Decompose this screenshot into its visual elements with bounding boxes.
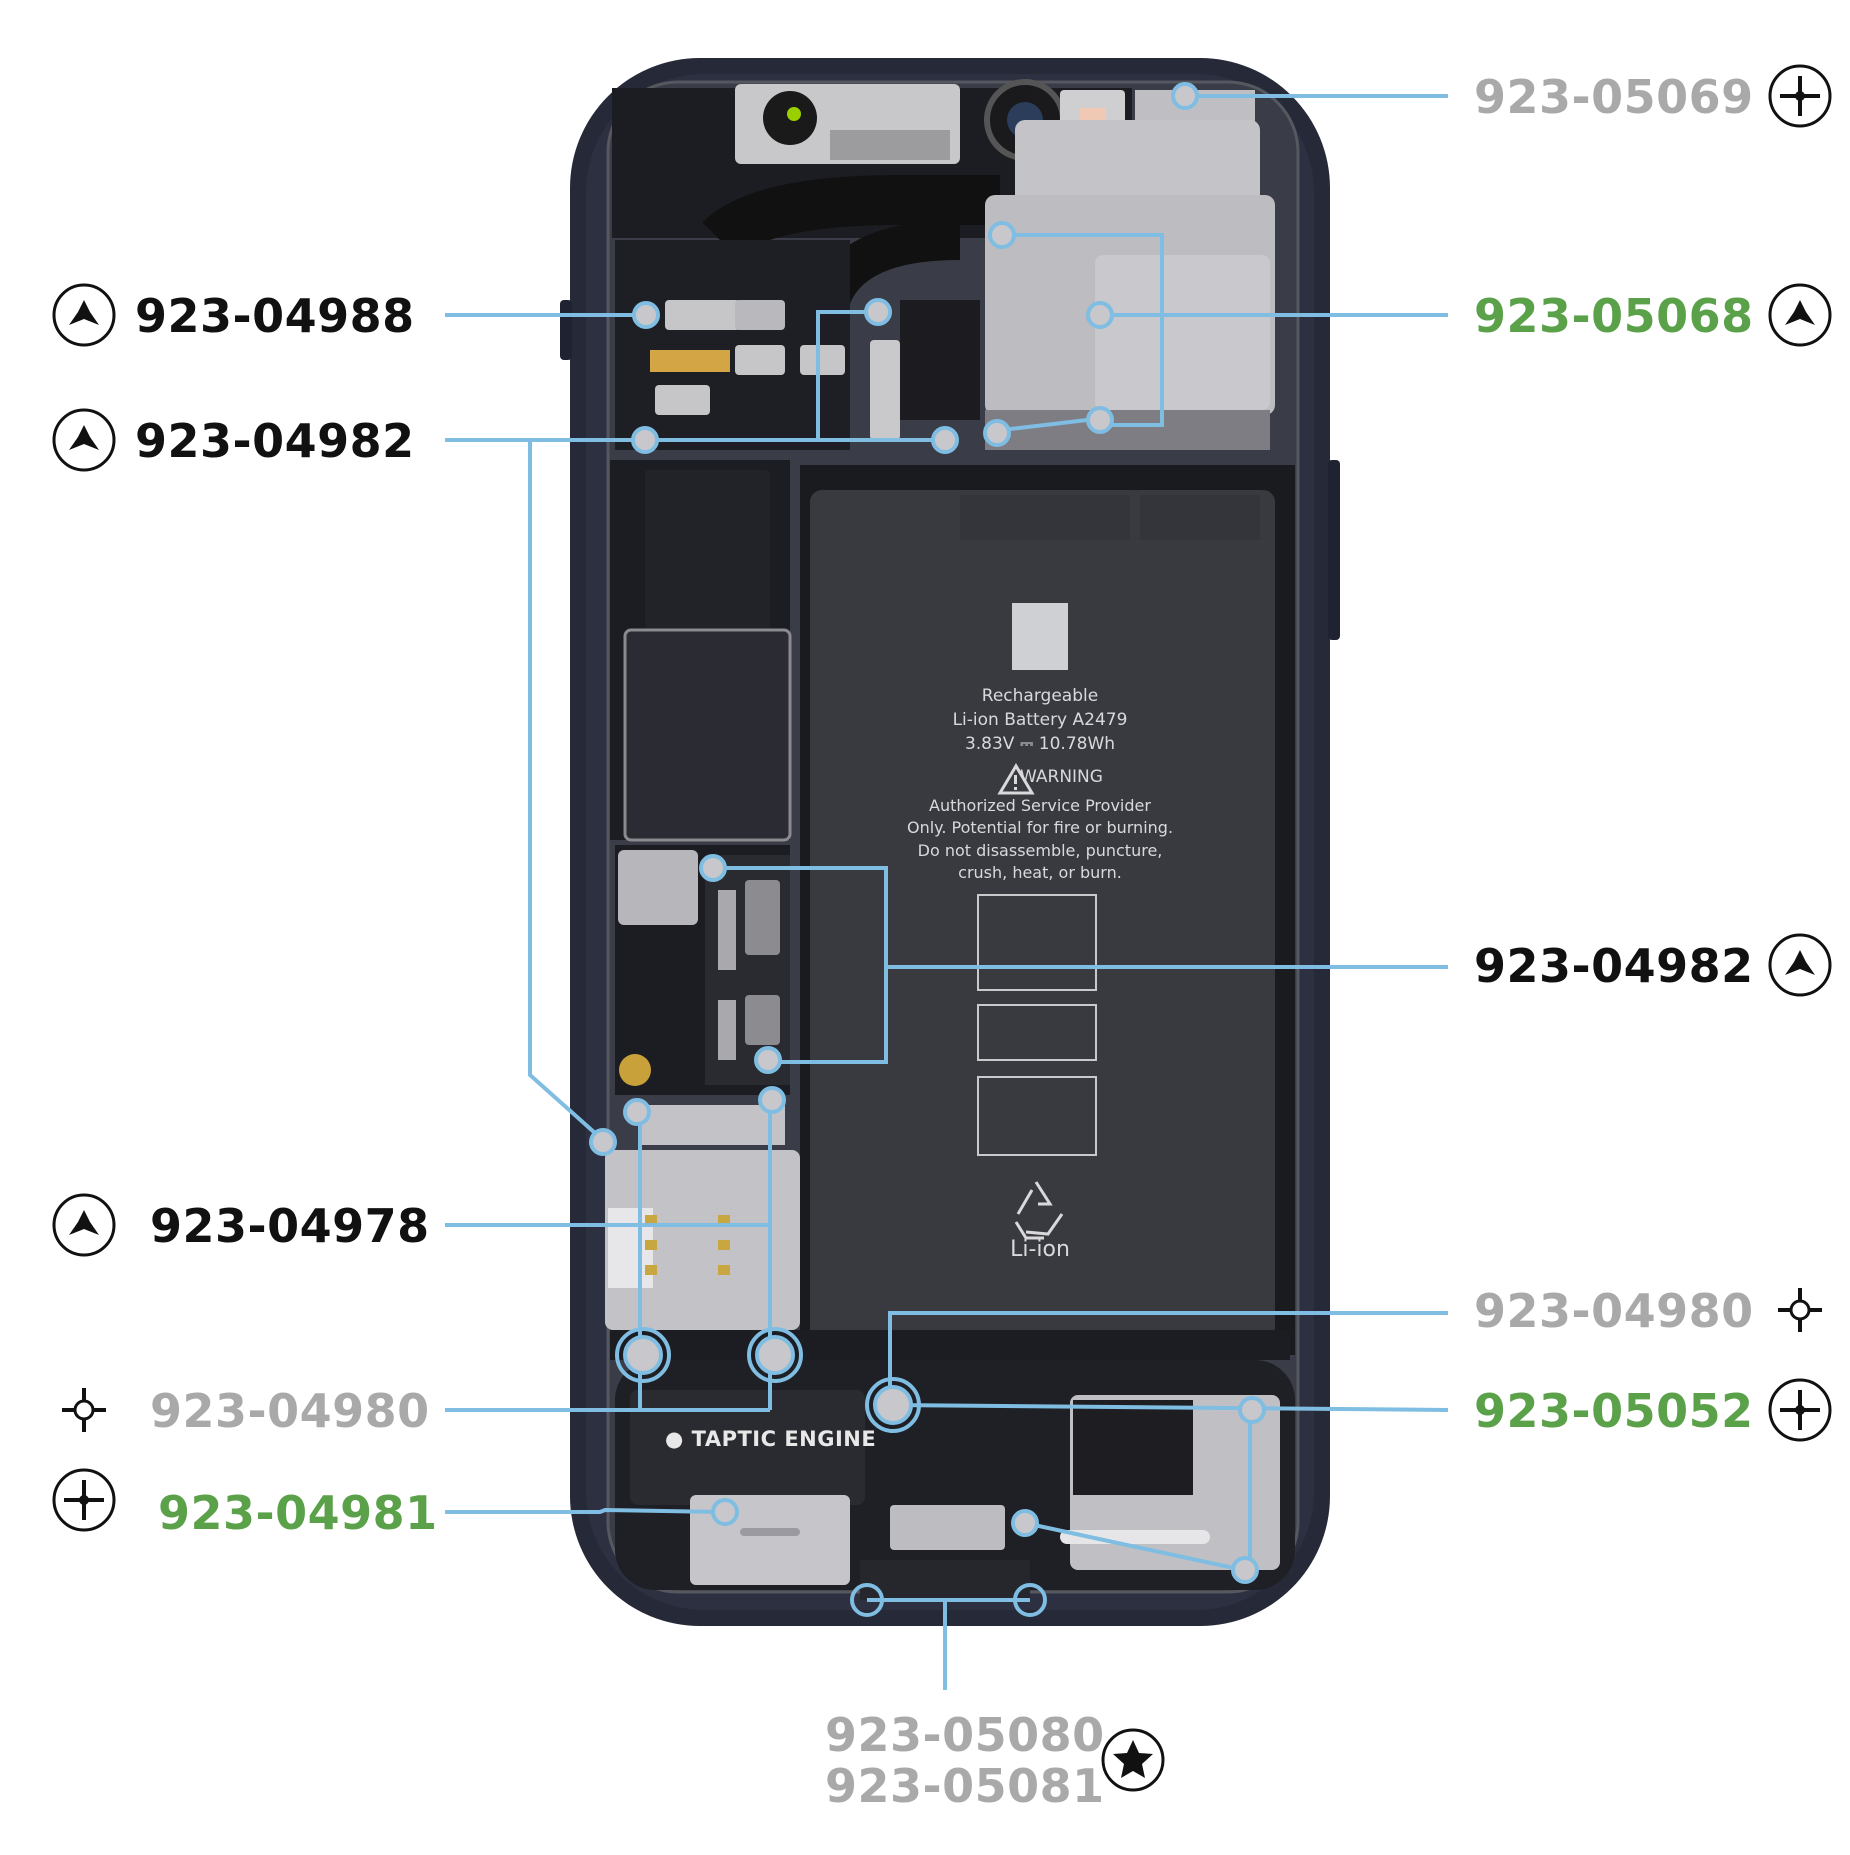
screw-marker (983, 419, 1011, 447)
screw-marker (623, 1098, 651, 1126)
screw-marker (1231, 1556, 1259, 1584)
recycle-label: Li-ion (1010, 1237, 1070, 1262)
screw-marker (711, 1498, 739, 1526)
screw-marker (1086, 301, 1114, 329)
pentalobe-marker (850, 1583, 884, 1617)
screw-marker (864, 298, 892, 326)
tri-point-screw-icon (52, 1193, 116, 1257)
screw-marker (632, 301, 660, 329)
part-label-923-05080: 923-05080 (825, 1708, 1105, 1762)
part-label-923-05069: 923-05069 (1474, 70, 1754, 124)
part-label-923-04980-right: 923-04980 (1474, 1284, 1754, 1338)
screw-marker (754, 1046, 782, 1074)
standoff-marker (865, 1377, 921, 1433)
battery-warning-line-3: Do not disassemble, puncture, (917, 840, 1163, 860)
pentalobe-screw-icon (1101, 1728, 1165, 1792)
part-label-923-04980-left: 923-04980 (150, 1384, 430, 1438)
apple-logo-icon: ● (665, 1427, 684, 1451)
standoff-marker (615, 1327, 671, 1383)
tri-point-screw-icon (52, 283, 116, 347)
screw-marker (699, 854, 727, 882)
battery-line-1: Rechargeable (981, 686, 1099, 706)
screw-marker (623, 1335, 663, 1375)
leader-lines (445, 94, 1449, 1690)
screw-marker (631, 426, 659, 454)
phillips-screw-icon (1768, 64, 1832, 128)
part-label-923-05068: 923-05068 (1474, 289, 1754, 343)
part-label-923-04982-left: 923-04982 (135, 414, 415, 468)
part-label-923-05081: 923-05081 (825, 1759, 1105, 1813)
part-label-923-04978: 923-04978 (150, 1199, 430, 1253)
standoff-marker (747, 1327, 803, 1383)
screw-marker (988, 221, 1016, 249)
standoff-screw-icon (60, 1386, 108, 1434)
battery-warning-text: Authorized Service Provider Only. Potent… (870, 795, 1210, 885)
battery (800, 465, 1295, 1355)
standoff-screw-icon (1776, 1286, 1824, 1334)
screw-marker (1238, 1396, 1266, 1424)
screw-marker (873, 1385, 913, 1425)
battery-warning-line-4: crush, heat, or burn. (958, 863, 1122, 883)
screw-marker (931, 426, 959, 454)
part-label-923-04982-right: 923-04982 (1474, 939, 1754, 993)
phillips-screw-icon (52, 1468, 116, 1532)
tri-point-screw-icon (1768, 933, 1832, 997)
tri-point-screw-icon (1768, 283, 1832, 347)
battery-warning-line-1: Authorized Service Provider (929, 796, 1151, 815)
screw-marker (1011, 1509, 1039, 1537)
recycle-icon (1014, 1181, 1064, 1240)
top-right-shield (985, 90, 1275, 450)
part-label-923-04988: 923-04988 (135, 289, 415, 343)
screw-markers (589, 82, 1266, 1617)
tri-point-screw-icon (52, 408, 116, 472)
taptic-engine-label: ● TAPTIC ENGINE (665, 1427, 876, 1451)
screw-marker (1171, 82, 1199, 110)
taptic-engine-text: TAPTIC ENGINE (691, 1427, 877, 1451)
screw-marker (755, 1335, 795, 1375)
screw-marker (758, 1086, 786, 1114)
pentalobe-marker (1013, 1583, 1047, 1617)
logic-board (610, 240, 980, 1145)
battery-line-2: Li-ion Battery A2479 (952, 709, 1128, 730)
battery-line-3: 3.83V ⎓ 10.78Wh (964, 733, 1116, 754)
part-label-923-05052: 923-05052 (1474, 1384, 1754, 1438)
phillips-screw-icon (1768, 1378, 1832, 1442)
part-label-923-04981: 923-04981 (158, 1486, 438, 1540)
bottom-section (610, 1330, 1295, 1600)
screw-marker (1086, 406, 1114, 434)
battery-warning-line-2: Only. Potential for fire or burning. (906, 818, 1174, 838)
screw-marker (589, 1128, 617, 1156)
battery-warning: WARNING (1020, 767, 1103, 787)
battery-spec-text: Rechargeable Li-ion Battery A2479 3.83V … (890, 685, 1190, 756)
